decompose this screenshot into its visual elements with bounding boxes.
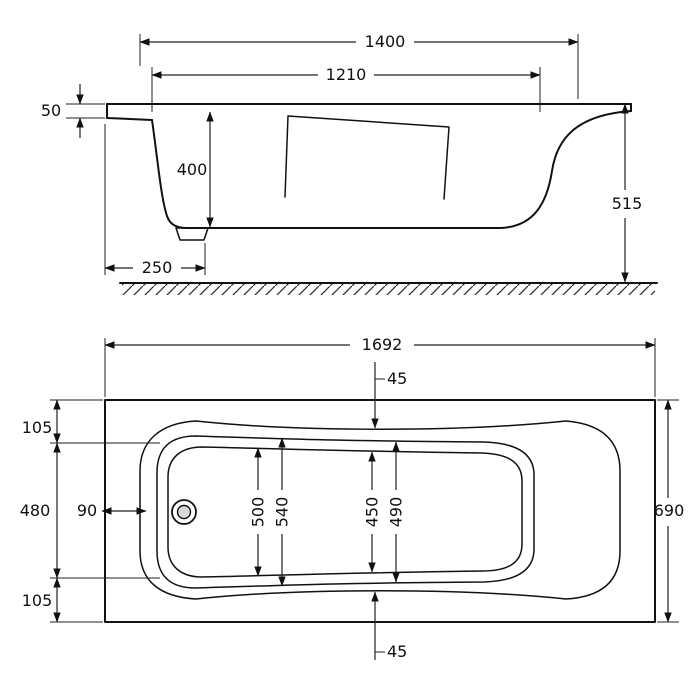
plan-view: 1692 690 105 480 105 xyxy=(20,335,685,661)
dim-basin-head-inner: 500 xyxy=(249,447,268,577)
dim-basin-foot-inner: 450 xyxy=(363,451,382,573)
dim-rim-offset-top: 45 xyxy=(371,362,407,429)
dim-label-45-bottom: 45 xyxy=(387,642,407,661)
dim-label-50: 50 xyxy=(41,101,61,120)
dim-overall-height: 515 xyxy=(612,103,643,283)
ground-hatch xyxy=(122,284,655,295)
plan-basin-outline xyxy=(156,435,535,589)
dim-label-1692: 1692 xyxy=(362,335,403,354)
dim-rim-offset-bottom: 45 xyxy=(371,591,407,661)
dim-inner-width: 480 xyxy=(20,442,160,579)
dim-label-1210: 1210 xyxy=(326,65,367,84)
tub-left-edge xyxy=(106,103,153,121)
dim-label-1400: 1400 xyxy=(365,32,406,51)
dim-inner-length: 1210 xyxy=(151,65,541,112)
plan-basin-floor xyxy=(167,446,523,578)
dim-label-105-top: 105 xyxy=(22,418,53,437)
tub-inner-profile xyxy=(151,110,632,229)
plan-rim-outline xyxy=(139,420,621,600)
dim-label-540: 540 xyxy=(273,497,292,528)
dim-label-45-top: 45 xyxy=(387,369,407,388)
dim-label-400: 400 xyxy=(177,160,208,179)
dim-overall-length-plan: 1692 xyxy=(104,335,656,397)
drain-icon xyxy=(171,499,197,525)
dim-label-105-bottom: 105 xyxy=(22,591,53,610)
side-view: 1400 1210 50 400 515 xyxy=(41,32,658,295)
dim-label-250: 250 xyxy=(142,258,173,277)
tub-apron-panel-lines xyxy=(284,115,450,200)
dim-label-490: 490 xyxy=(387,497,406,528)
dim-basin-foot-outer: 490 xyxy=(387,441,406,583)
dim-foot-inset: 250 xyxy=(104,124,206,277)
dim-drain-offset: 90 xyxy=(77,501,147,520)
tub-foot xyxy=(175,227,209,241)
dim-label-690: 690 xyxy=(654,501,685,520)
dim-label-500: 500 xyxy=(249,497,268,528)
dim-margin-top: 105 xyxy=(22,399,160,444)
dim-label-450: 450 xyxy=(363,497,382,528)
dim-basin-head-outer: 540 xyxy=(273,437,292,587)
dim-margin-bottom: 105 xyxy=(22,577,103,623)
dim-label-515: 515 xyxy=(612,194,643,213)
dim-inner-depth: 400 xyxy=(177,111,214,228)
dim-rim-height: 50 xyxy=(41,84,105,138)
dim-overall-length-side: 1400 xyxy=(139,32,579,99)
dim-overall-width: 690 xyxy=(654,399,685,623)
dim-label-90: 90 xyxy=(77,501,97,520)
dim-label-480: 480 xyxy=(20,501,51,520)
